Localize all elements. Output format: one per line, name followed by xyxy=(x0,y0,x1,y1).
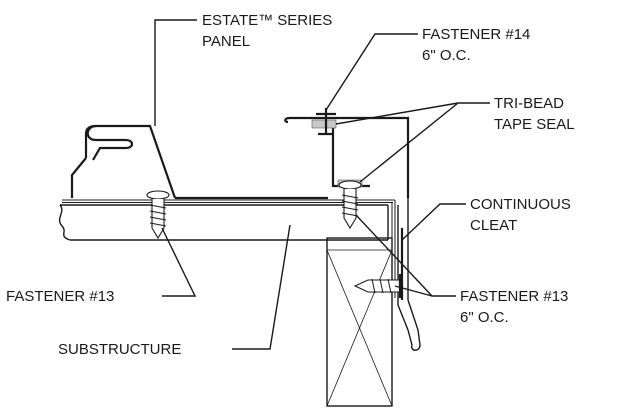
leader-tape-seal-1 xyxy=(335,102,490,125)
leader-fastener-13-right-2 xyxy=(394,285,433,297)
estate-series-panel xyxy=(70,124,328,200)
label-tri-bead-2: TAPE SEAL xyxy=(494,116,575,133)
substructure-board xyxy=(58,204,389,241)
label-fastener-13-left: FASTENER #13 xyxy=(6,288,114,305)
leader-cleat xyxy=(401,203,466,241)
leader-fastener-13-left xyxy=(161,227,197,297)
labels: ESTATE™ SERIES PANEL FASTENER #14 6" O.C… xyxy=(6,12,575,358)
label-fastener-13-right-1: FASTENER #13 xyxy=(460,288,568,305)
tri-bead-tape-seal xyxy=(311,119,363,188)
label-tri-bead-1: TRI-BEAD xyxy=(494,95,564,112)
label-fastener-14-1: FASTENER #14 xyxy=(422,26,530,43)
fastener-13-clip xyxy=(338,180,362,230)
continuous-cleat xyxy=(397,198,421,351)
fastener-13-cleat xyxy=(353,274,402,298)
label-panel-1: ESTATE™ SERIES xyxy=(202,12,332,29)
leader-substructure xyxy=(232,224,291,350)
label-panel-2: PANEL xyxy=(202,33,250,50)
leader-lines xyxy=(154,19,490,350)
leader-tape-seal-2 xyxy=(359,102,459,183)
leader-panel xyxy=(154,19,197,126)
wood-post xyxy=(326,237,393,407)
fastener-13-left xyxy=(146,190,170,240)
label-fastener-14-2: 6" O.C. xyxy=(422,47,471,64)
label-fastener-13-right-2: 6" O.C. xyxy=(460,309,509,326)
label-cleat-1: CONTINUOUS xyxy=(470,196,571,213)
label-substructure: SUBSTRUCTURE xyxy=(58,341,181,358)
fastener-14 xyxy=(316,108,336,136)
leader-fastener-14 xyxy=(325,33,418,111)
label-cleat-2: CLEAT xyxy=(470,217,517,234)
